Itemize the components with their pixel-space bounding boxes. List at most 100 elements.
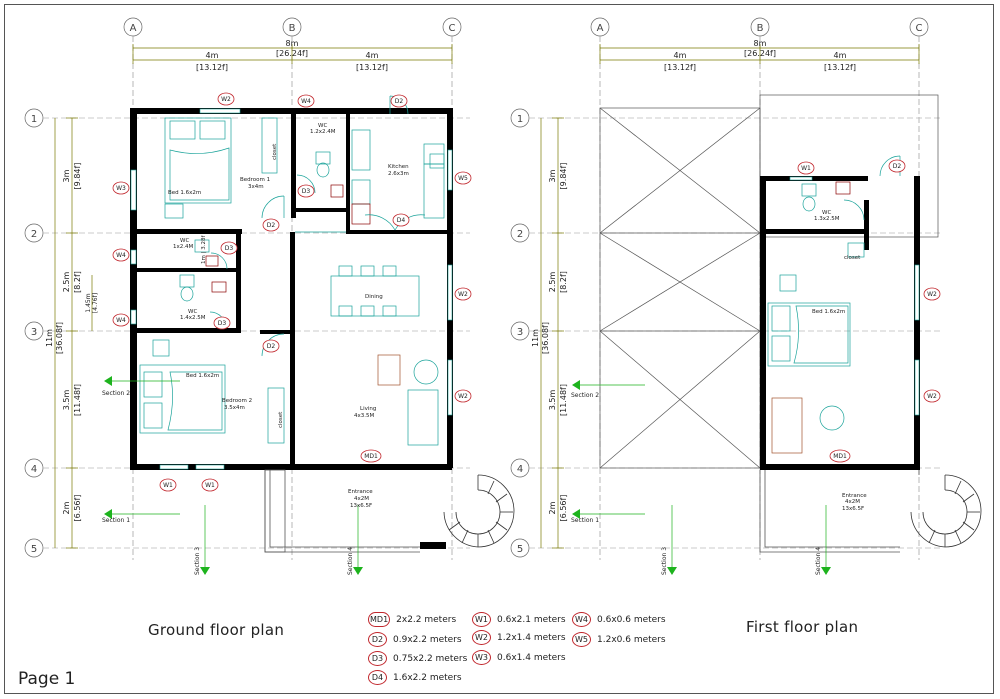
first-tag-text: W1 D2 W2 W2 MD1 [801, 163, 937, 460]
grid-row-4: 4 [31, 464, 37, 475]
ground-windows [130, 108, 453, 470]
first-room-labels: WC 1.3x2.5M closet Bed 1.6x2m Entrance 4… [812, 210, 867, 512]
ground-doors [209, 95, 426, 357]
wc3-label: WC [188, 309, 197, 315]
living-size: 4x3.5M [354, 413, 375, 419]
legend-w5: W5 1.2x0.6 meters [572, 632, 666, 647]
dim-left-f: [13.12f] [196, 63, 228, 72]
legend-d3-tag: D3 [368, 651, 387, 666]
entrance-sf: 13x6.5F [350, 503, 372, 509]
wc3-size: 1.4x2.5M [180, 315, 206, 321]
legend-w3-text: 0.6x1.4 meters [497, 652, 566, 663]
first-section-2-label: Section 2 [571, 392, 599, 399]
first-tag-w2-a: W2 [927, 291, 937, 298]
first-section-3-label: Section 3 [661, 547, 668, 575]
entrance-label: Entrance [348, 489, 373, 495]
ground-floor-title: Ground floor plan [148, 621, 285, 639]
first-entrance-size: 4x2M [845, 499, 860, 505]
section-4-label: Section 4 [347, 547, 354, 575]
page-label: Page 1 [18, 669, 76, 689]
bedroom2-size: 3.5x4m [224, 405, 245, 411]
tag-side-label: 1m | 3.28f [201, 235, 207, 264]
section-3-label: Section 3 [194, 547, 201, 575]
legend-d4-tag: D4 [368, 670, 387, 685]
first-grid-row-2: 2 [517, 229, 523, 240]
legend-d3-text: 0.75x2.2 meters [393, 653, 468, 664]
first-side-dimension-lines [540, 117, 564, 549]
first-grid-rows [510, 108, 940, 558]
ground-furniture [139, 117, 445, 446]
first-grid-columns [590, 17, 929, 560]
bedroom1-label: Bedroom 1 [240, 177, 270, 183]
dim-side-seg3-f: [11.48f] [73, 384, 82, 416]
first-windows [789, 176, 920, 416]
legend-w4: W4 0.6x0.6 meters [572, 612, 666, 627]
legend-w2-text: 1.2x1.4 meters [497, 632, 566, 643]
dim-side-seg4: 2m [62, 501, 71, 514]
tag-d2-top: D2 [395, 98, 404, 105]
first-grid-row-5: 5 [517, 544, 523, 555]
grid-col-a: A [130, 23, 137, 34]
closet-label: closet [272, 143, 278, 160]
bedroom2-label: Bedroom 2 [222, 398, 252, 404]
first-spiral-stair [910, 474, 982, 548]
first-dim-side-seg2-f: [8.2f] [559, 271, 568, 293]
legend-w3-tag: W3 [472, 650, 491, 665]
first-dim-right-m: 4m [834, 51, 847, 60]
first-dim-side-seg1-f: [9.84f] [559, 163, 568, 190]
first-section-1-label: Section 1 [571, 517, 599, 524]
side-dimension-lines [54, 117, 93, 549]
legend-w5-tag: W5 [572, 632, 591, 647]
ground-fixtures [179, 129, 445, 302]
bedroom1-size: 3x4m [248, 184, 264, 190]
wc2-label: WC [180, 238, 189, 244]
grid-col-b: B [289, 23, 296, 34]
first-entrance-sf: 13x6.5F [842, 506, 864, 512]
first-tag-w1: W1 [801, 165, 811, 172]
legend-w4-text: 0.6x0.6 meters [597, 614, 666, 625]
first-dim-side-total: 11m [531, 329, 540, 347]
first-closet-label: closet [844, 255, 861, 261]
tag-d4: D4 [397, 217, 406, 224]
first-tag-d2: D2 [893, 163, 902, 170]
legend-w5-text: 1.2x0.6 meters [597, 634, 666, 645]
section-1-label: Section 1 [102, 517, 130, 524]
first-grid-col-b: B [757, 23, 764, 34]
first-dim-side-seg3: 3.5m [548, 390, 557, 411]
first-grid-row-3: 3 [517, 327, 523, 338]
first-dim-right-f: [13.12f] [824, 63, 856, 72]
grid-row-3: 3 [31, 327, 37, 338]
living-label: Living [360, 406, 376, 412]
entrance-porch [264, 469, 420, 553]
dim-total-f: [26.24f] [276, 49, 308, 58]
legend-d4-text: 1.6x2.2 meters [393, 672, 462, 683]
top-dimension-lines [132, 44, 453, 64]
first-dim-side-seg1: 3m [548, 169, 557, 182]
section-2-label: Section 2 [102, 390, 130, 397]
dim-side-small-f: [4.76f] [92, 293, 99, 313]
wc1-size: 1.2x2.4M [310, 129, 336, 135]
spiral-stair [443, 474, 515, 548]
first-tag-w2-b: W2 [927, 393, 937, 400]
first-wc-label: WC [822, 210, 831, 216]
tag-w4-top: W4 [301, 98, 311, 105]
tag-w5: W5 [458, 175, 468, 182]
legend-w4-tag: W4 [572, 612, 591, 627]
first-dim-side-seg4-f: [6.56f] [559, 495, 568, 522]
legend-md1-text: 2x2.2 meters [396, 614, 457, 625]
ground-room-labels: Bedroom 1 3x4m Bed 1.6x2m closet WC 1.2x… [168, 123, 409, 509]
grid-row-5: 5 [31, 544, 37, 555]
first-grid-col-a: A [597, 23, 604, 34]
grid-col-c: C [449, 23, 456, 34]
first-floor-title: First floor plan [746, 618, 859, 636]
tag-d3-wc3: D3 [218, 320, 227, 327]
legend-w3: W3 0.6x1.4 meters [472, 650, 566, 665]
first-dim-total-f: [26.24f] [744, 49, 776, 58]
first-section-markers [578, 384, 827, 570]
grid-row-2: 2 [31, 229, 37, 240]
tag-w1-b: W1 [205, 482, 215, 489]
legend-w1-text: 0.6x2.1 meters [497, 614, 566, 625]
